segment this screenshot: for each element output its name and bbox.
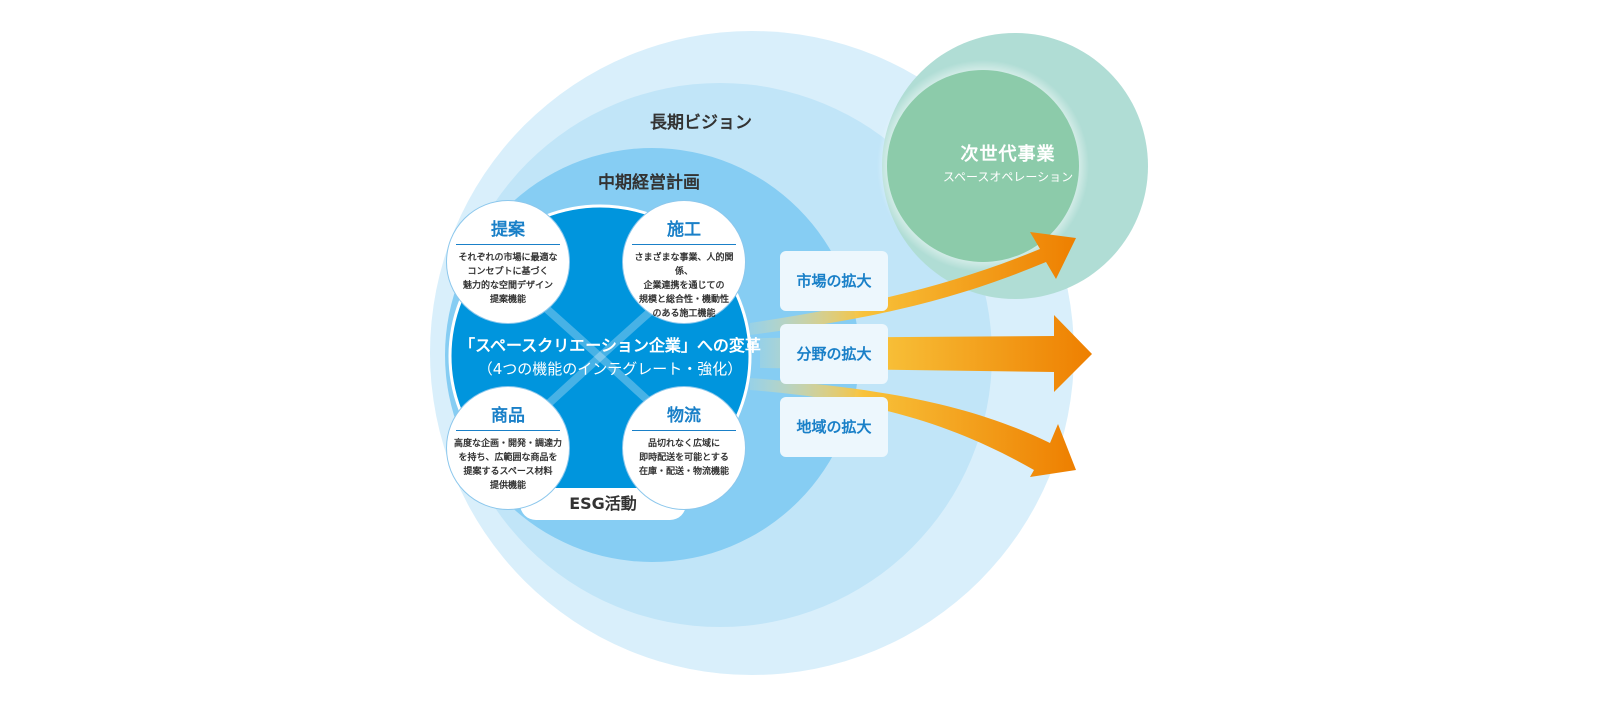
function-title: 商品 bbox=[456, 401, 560, 431]
function-description: 高度な企画・開発・調達力 を持ち、広範囲な商品を 提案するスペース材料 提供機能 bbox=[453, 439, 562, 491]
function-title: 提案 bbox=[456, 215, 560, 245]
long-vision-label: 長期ビジョン bbox=[650, 113, 752, 133]
transformation-subtitle: （4つの機能のインテグレート・強化） bbox=[477, 360, 743, 378]
transformation-title: 「スペースクリエーション企業」への変革 bbox=[459, 336, 761, 355]
next-business-inner-circle bbox=[887, 70, 1079, 262]
arrow-field-expansion bbox=[760, 315, 1092, 392]
arrow-region-expansion bbox=[750, 378, 1076, 477]
function-description: さまざまな事業、人的関係、 企業連携を通じての 規模と総合性・機動性 のある施工… bbox=[634, 253, 734, 319]
function-title: 物流 bbox=[632, 401, 736, 431]
next-business-title: 次世代事業 bbox=[960, 144, 1056, 165]
function-description: それぞれの市場に最適な コンセプトに基づく 魅力的な空間デザイン 提案機能 bbox=[458, 253, 558, 305]
function-proposal: 提案 それぞれの市場に最適な コンセプトに基づく 魅力的な空間デザイン 提案機能 bbox=[446, 200, 570, 324]
next-business-label: 次世代事業 スペースオペレーション bbox=[908, 140, 1108, 185]
function-description: 品切れなく広域に 即時配送を可能とする 在庫・配送・物流機能 bbox=[638, 439, 729, 477]
transformation-label: 「スペースクリエーション企業」への変革 （4つの機能のインテグレート・強化） bbox=[455, 332, 765, 379]
mid-plan-label: 中期経営計画 bbox=[598, 173, 700, 193]
function-products: 商品 高度な企画・開発・調達力 を持ち、広範囲な商品を 提案するスペース材料 提… bbox=[446, 386, 570, 510]
function-logistics: 物流 品切れなく広域に 即時配送を可能とする 在庫・配送・物流機能 bbox=[622, 386, 746, 510]
function-title: 施工 bbox=[632, 215, 736, 245]
function-construction: 施工 さまざまな事業、人的関係、 企業連携を通じての 規模と総合性・機動性 のあ… bbox=[622, 200, 746, 324]
region-expansion-box: 地域の拡大 bbox=[780, 397, 888, 457]
next-business-subtitle: スペースオペレーション bbox=[942, 170, 1074, 184]
market-expansion-box: 市場の拡大 bbox=[780, 251, 888, 311]
field-expansion-box: 分野の拡大 bbox=[780, 324, 888, 384]
